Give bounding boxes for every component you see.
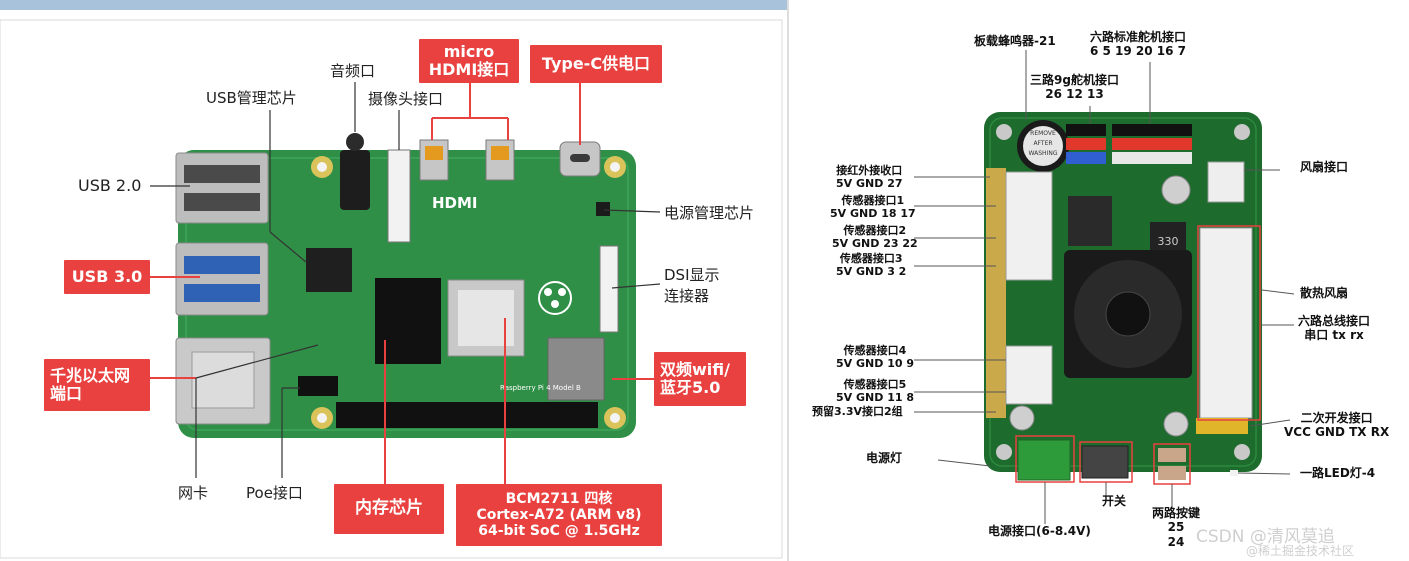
top-strip xyxy=(0,0,788,10)
poe-label: Poe接口 xyxy=(246,484,303,502)
reserved-3v3-label: 预留3.3V接口2组 xyxy=(812,405,903,418)
type-c-power-label: Type-C供电口 xyxy=(530,45,662,83)
memory-chip-label: 内存芯片 xyxy=(334,484,444,534)
gigabit-ethernet-label-line1: 千兆以太网 xyxy=(50,365,131,385)
left-leader-lines xyxy=(150,82,654,484)
power-led-label: 电源灯 xyxy=(866,451,903,465)
micro-hdmi-label-line2: HDMI接口 xyxy=(428,60,510,79)
sensor1-label: 传感器接口1 5V GND 18 17 xyxy=(830,194,916,220)
three-servo-label-line2: 26 12 13 xyxy=(1045,87,1104,102)
watermark-juejin: @稀土掘金技术社区 xyxy=(1246,544,1355,558)
sensor2-label-line1: 传感器接口2 xyxy=(843,224,907,237)
sensor2-label: 传感器接口2 5V GND 23 22 xyxy=(832,224,918,250)
ir-receiver-label: 接红外接收口 5V GND 27 xyxy=(836,164,903,190)
buttons-label-line3: 24 xyxy=(1167,534,1185,549)
sensor4-label: 传感器接口4 5V GND 10 9 xyxy=(836,344,914,370)
usb2-label: USB 2.0 xyxy=(78,176,142,195)
sensor1-label-line2: 5V GND 18 17 xyxy=(830,207,916,221)
buzzer-print-3: WASHING xyxy=(1029,150,1058,157)
soc-label: BCM2711 四核 Cortex-A72 (ARM v8) 64-bit So… xyxy=(456,484,662,546)
buzzer-print-1: REMOVE xyxy=(1030,130,1056,137)
secondary-dev-label: 二次开发接口 VCC GND TX RX xyxy=(1284,411,1389,440)
sensor1-label-line1: 传感器接口1 xyxy=(841,194,905,207)
sensor4-label-line2: 5V GND 10 9 xyxy=(836,357,914,371)
sensor5-label-line1: 传感器接口5 xyxy=(843,378,907,391)
buzzer-label: 板载蜂鸣器-21 xyxy=(974,34,1056,48)
led-label: 一路LED灯-4 xyxy=(1300,466,1376,480)
buttons-label-line1: 两路按键 xyxy=(1152,506,1201,520)
inductor-print: 330 xyxy=(1158,235,1179,248)
sensor4-label-line1: 传感器接口4 xyxy=(843,344,907,357)
secondary-dev-label-line2: VCC GND TX RX xyxy=(1284,425,1390,440)
sensor3-label: 传感器接口3 5V GND 3 2 xyxy=(836,252,906,278)
buzzer-print-2: AFTER xyxy=(1033,140,1052,147)
camera-port-label: 摄像头接口 xyxy=(368,90,444,108)
raspberry-pi-board: HDMI Raspberry Pi 4 Model B xyxy=(175,133,636,438)
three-servo-label-line1: 三路9g舵机接口 xyxy=(1030,73,1119,87)
micro-hdmi-label: micro HDMI接口 xyxy=(419,39,519,83)
dsi-connector-label-2: 连接器 xyxy=(664,287,710,305)
usb-chip-label: USB管理芯片 xyxy=(206,89,297,107)
switch-label: 开关 xyxy=(1102,494,1127,508)
micro-hdmi-label-line1: micro xyxy=(443,41,495,61)
raspberry-silk-text: Raspberry Pi 4 Model B xyxy=(500,384,581,392)
three-servo-label: 三路9g舵机接口 26 12 13 xyxy=(1030,73,1119,102)
power-chip-label: 电源管理芯片 xyxy=(664,204,755,222)
power-input-label: 电源接口(6-8.4V) xyxy=(988,524,1091,538)
soc-label-line2: Cortex-A72 (ARM v8) xyxy=(476,506,642,523)
ir-receiver-label-line2: 5V GND 27 xyxy=(836,177,903,191)
sensor5-label: 传感器接口5 5V GND 11 8 xyxy=(836,378,914,404)
hdmi-silk-text: HDMI xyxy=(432,194,478,212)
six-bus-label-line2: 串口 tx rx xyxy=(1304,328,1364,343)
buttons-label-line2: 25 xyxy=(1167,520,1185,535)
usb3-label-text: USB 3.0 xyxy=(71,266,143,286)
cooling-fan-label: 散热风扇 xyxy=(1300,286,1349,300)
soc-label-line3: 64-bit SoC @ 1.5GHz xyxy=(478,523,640,540)
fan-port-label: 风扇接口 xyxy=(1300,160,1349,174)
six-servo-label-line2: 6 5 19 20 16 7 xyxy=(1090,44,1187,59)
right-pointer-lines xyxy=(914,50,1295,524)
gigabit-ethernet-label: 千兆以太网 端口 xyxy=(44,359,150,411)
six-servo-label: 六路标准舵机接口 6 5 19 20 16 7 xyxy=(1090,30,1186,59)
wifi-bluetooth-label-line2: 蓝牙5.0 xyxy=(660,378,721,397)
six-bus-label-line1: 六路总线接口 xyxy=(1298,314,1371,328)
buttons-label: 两路按键 25 24 xyxy=(1152,506,1200,549)
gigabit-ethernet-label-line2: 端口 xyxy=(50,384,83,403)
secondary-dev-label-line1: 二次开发接口 xyxy=(1300,411,1373,425)
sensor2-label-line2: 5V GND 23 22 xyxy=(832,237,918,251)
sensor5-label-line2: 5V GND 11 8 xyxy=(836,391,914,405)
wifi-bluetooth-label-line1: 双频wifi/ xyxy=(660,359,730,379)
ir-receiver-label-line1: 接红外接收口 xyxy=(836,164,903,177)
soc-label-line1: BCM2711 四核 xyxy=(505,490,613,507)
sensor3-label-line2: 5V GND 3 2 xyxy=(836,265,907,279)
memory-chip-label-text: 内存芯片 xyxy=(355,498,423,519)
left-pointer-lines xyxy=(150,82,661,478)
wifi-bluetooth-label: 双频wifi/ 蓝牙5.0 xyxy=(654,352,746,406)
expansion-board: REMOVE AFTER WASHING 330 xyxy=(984,112,1262,481)
audio-port-label: 音频口 xyxy=(330,62,376,80)
six-bus-label: 六路总线接口 串口 tx rx xyxy=(1298,314,1370,343)
dsi-connector-label-1: DSI显示 xyxy=(664,266,720,284)
nic-label: 网卡 xyxy=(178,484,209,502)
usb3-label: USB 3.0 xyxy=(64,260,150,294)
watermark-csdn: CSDN @清风莫追 xyxy=(1196,527,1335,547)
six-servo-label-line1: 六路标准舵机接口 xyxy=(1090,30,1187,44)
sensor3-label-line1: 传感器接口3 xyxy=(839,252,903,265)
type-c-power-label-text: Type-C供电口 xyxy=(541,53,651,73)
